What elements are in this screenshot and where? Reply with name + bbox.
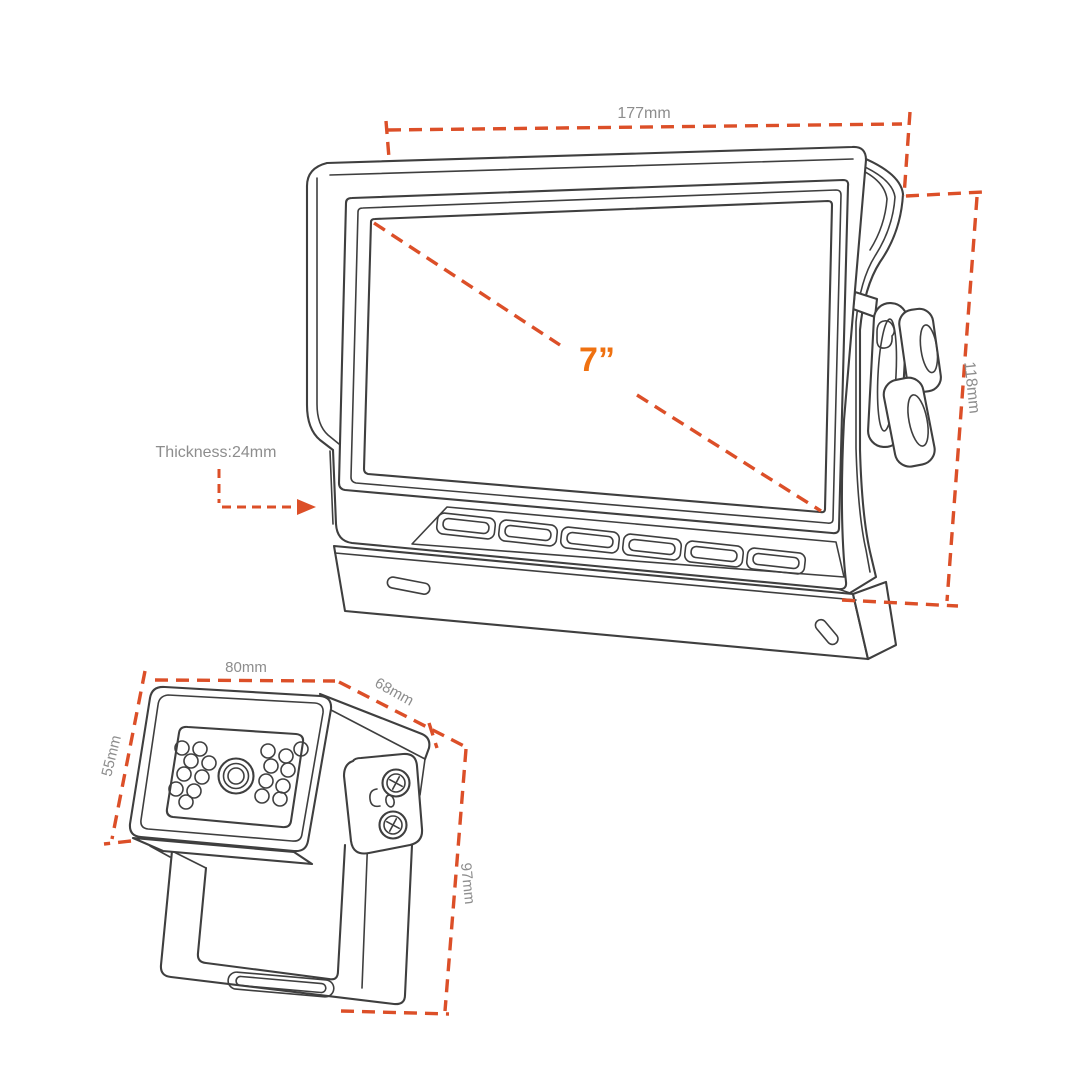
ir-led [293,741,309,757]
bracket-slot [235,975,327,994]
monitor-button [621,533,683,561]
camera-front-face [128,685,333,853]
dim-camera-overall-height: 97mm [340,748,478,1016]
monitor-button-row [411,506,845,578]
ir-led [186,783,202,799]
camera-depth-label: 68mm [372,675,417,710]
bracket-screw [381,768,411,798]
monitor-button [559,526,621,554]
ir-led [174,740,190,756]
ir-led [280,762,296,778]
monitor-dimensions: 177mm 118mm 7” Thickness:24mm [156,105,984,608]
ir-led [178,794,194,810]
ir-led [176,766,192,782]
dim-monitor-width: 177mm [384,105,912,197]
camera-body-height-label: 55mm [98,734,125,779]
monitor-button [683,540,745,568]
ir-led-array [168,740,309,810]
monitor-back-housing [842,150,905,598]
ir-led [258,773,274,789]
camera-led-panel [165,725,305,829]
monitor-drawing [305,145,942,661]
arrow-right-icon [297,499,316,515]
ir-led [263,758,279,774]
bracket-screw [378,810,408,840]
camera-drawing [128,685,431,1006]
monitor-button [497,519,559,547]
camera-arm [342,752,424,855]
ir-led [194,769,210,785]
camera-top [318,692,431,796]
monitor-button [435,512,497,540]
knob [882,376,936,468]
knob [898,307,942,394]
camera-width-label: 80mm [225,659,267,676]
stand-slot [386,576,431,595]
dim-monitor-thickness: Thickness:24mm [156,444,316,515]
ir-led [201,755,217,771]
ir-led [260,743,276,759]
ir-led [168,781,184,797]
monitor-button [745,547,807,575]
camera-bracket [159,832,414,1006]
camera-lens [217,757,255,795]
monitor-stand [332,544,898,661]
monitor-thickness-label: Thickness:24mm [156,444,277,461]
screen-diagonal-label: 7” [579,341,615,379]
camera-underside [131,836,314,866]
stand-slot [814,618,839,646]
ir-led [254,788,270,804]
dim-camera-depth: 68mm [338,675,467,749]
ir-led [192,741,208,757]
mounting-knobs [851,290,942,468]
monitor-width-label: 177mm [617,105,670,122]
dim-camera-width: 80mm [154,659,336,683]
monitor-hood [305,145,868,591]
ir-led [272,791,288,807]
dim-monitor-diagonal: 7” [373,221,822,513]
monitor-height-label: 118mm [960,361,982,415]
camera-overall-height-label: 97mm [457,862,478,905]
bracket-slot [227,971,335,998]
dim-monitor-height: 118mm [841,190,984,608]
ir-led [183,753,199,769]
